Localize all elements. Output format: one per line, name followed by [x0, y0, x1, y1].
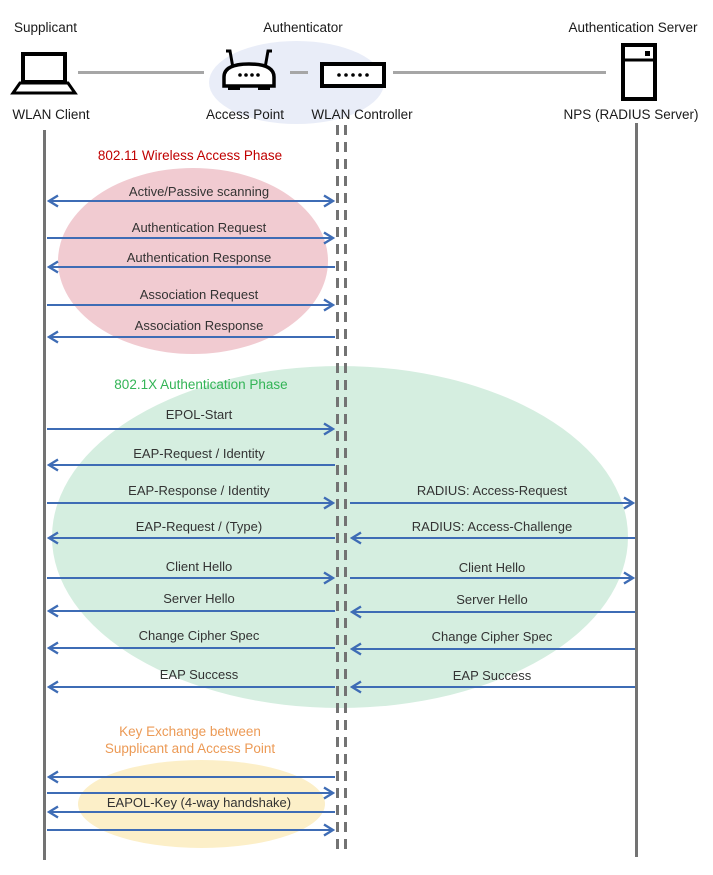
- message-label: EAP-Request / (Type): [135, 519, 263, 534]
- message-arrow-eap-success: [349, 679, 635, 700]
- phase-title-line: Key Exchange between: [119, 724, 261, 739]
- message-label: Authentication Request: [131, 220, 267, 235]
- message-label: Server Hello: [456, 592, 528, 607]
- message-label: EAP Success: [159, 667, 239, 682]
- server-icon: [620, 43, 658, 106]
- message-label: EAP-Response / Identity: [128, 483, 270, 498]
- role-label-supplicant: Supplicant: [14, 20, 78, 35]
- role-label-authenticator: Authenticator: [263, 20, 343, 35]
- message-arrow-eap-request-type: [46, 530, 335, 551]
- role-label-authentication-server: Authentication Server: [568, 20, 698, 35]
- wlan-controller-icon: [320, 62, 386, 93]
- message-arrow-client-hello: [350, 570, 636, 591]
- message-label: RADIUS: Access-Challenge: [411, 519, 573, 534]
- message-arrow: [47, 785, 336, 806]
- message-arrow-epol-start: [47, 421, 336, 442]
- message-label: Authentication Response: [126, 250, 272, 265]
- connector-controller-server: [393, 71, 606, 74]
- message-arrow-radius-access-challenge: [349, 530, 635, 551]
- phase-ellipse-key-exchange: [78, 760, 325, 848]
- phase-title-line: 802.1X Authentication Phase: [114, 377, 288, 392]
- message-arrow: [47, 822, 336, 843]
- message-label: RADIUS: Access-Request: [416, 483, 568, 498]
- message-label: Change Cipher Spec: [138, 628, 260, 643]
- message-arrow-active-passive-scanning: [46, 193, 336, 214]
- device-label-wlan-controller: WLAN Controller: [311, 107, 413, 122]
- message-label: Association Response: [134, 318, 264, 333]
- message-arrow-client-hello: [47, 570, 336, 591]
- message-label: Change Cipher Spec: [431, 629, 553, 644]
- access-point-icon: [219, 46, 281, 97]
- lifeline-wlan-controller-dashed-2: [344, 125, 347, 856]
- phase-ellipse-wireless-access: [58, 168, 328, 354]
- message-label: EPOL-Start: [165, 407, 233, 422]
- message-label: Client Hello: [458, 560, 526, 575]
- message-arrow-association-response: [46, 329, 335, 350]
- device-label-access-point: Access Point: [205, 107, 285, 122]
- message-label: EAP-Request / Identity: [133, 446, 265, 461]
- message-label: Active/Passive scanning: [128, 184, 270, 199]
- message-label: Server Hello: [163, 591, 235, 606]
- message-label: Association Request: [139, 287, 259, 302]
- message-arrow: [46, 804, 335, 825]
- message-arrow-eap-success: [46, 679, 335, 700]
- lifeline-wlan-controller-dashed-1: [336, 125, 339, 856]
- message-label: EAP Success: [452, 668, 532, 683]
- connector-client-ap: [78, 71, 204, 74]
- message-arrow-change-cipher-spec: [349, 641, 635, 662]
- message-arrow: [46, 769, 335, 790]
- lifeline-wlan-client: [43, 130, 46, 860]
- message-arrow-server-hello: [46, 603, 335, 624]
- message-arrow-radius-access-request: [350, 495, 636, 516]
- connector-ap-controller: [290, 71, 308, 74]
- laptop-icon: [10, 52, 78, 101]
- device-label-wlan-client: WLAN Client: [12, 107, 90, 122]
- message-label: EAPOL-Key (4-way handshake): [106, 795, 292, 810]
- message-arrow-server-hello: [349, 604, 635, 625]
- message-arrow-eap-response-identity: [47, 495, 336, 516]
- phase-title-dot1x-authentication: 802.1X Authentication Phase: [41, 376, 361, 393]
- device-label-nps-radius-server: NPS (RADIUS Server): [563, 107, 699, 122]
- lifeline-radius-server: [635, 123, 638, 857]
- message-arrow-eap-request-identity: [46, 457, 335, 478]
- phase-title-line: Supplicant and Access Point: [104, 741, 276, 756]
- message-arrow-association-request: [47, 297, 336, 318]
- message-arrow-change-cipher-spec: [46, 640, 335, 661]
- phase-title-line: 802.11 Wireless Access Phase: [97, 148, 283, 163]
- phase-title-wireless-access: 802.11 Wireless Access Phase: [30, 147, 350, 164]
- message-label: Client Hello: [165, 559, 233, 574]
- message-arrow-authentication-response: [46, 259, 335, 280]
- message-arrow-authentication-request: [47, 230, 336, 251]
